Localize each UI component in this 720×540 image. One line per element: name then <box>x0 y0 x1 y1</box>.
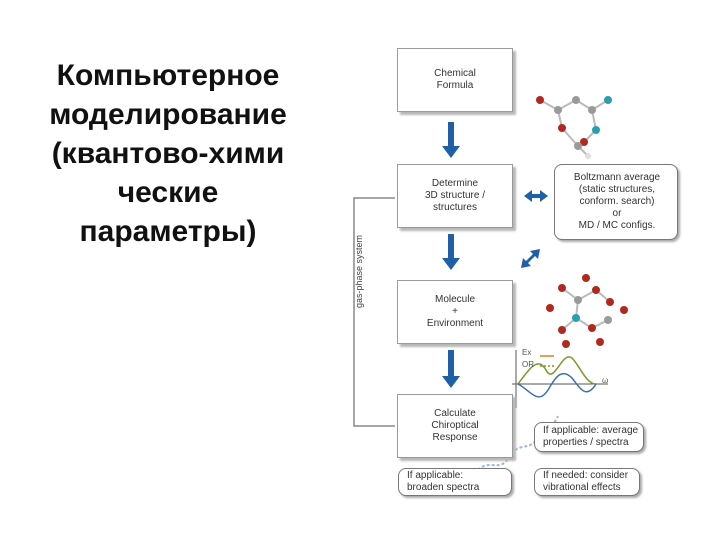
box-line: broaden spectra <box>407 482 480 493</box>
title-line: ческие <box>117 176 219 209</box>
molecule-structure-top <box>536 96 612 159</box>
box-line: Boltzmann average <box>573 172 661 183</box>
feedback-loop-line <box>353 197 395 427</box>
step-chemical-formula: Chemical Formula <box>397 48 513 112</box>
step-label: Environment <box>426 318 484 329</box>
box-line: properties / spectra <box>543 437 629 448</box>
boltzmann-average-box: Boltzmann average (static structures, co… <box>554 164 678 240</box>
spectrum-curve-green <box>517 356 597 385</box>
box-line: MD / MC configs. <box>578 220 656 231</box>
vibrational-effects-box: If needed: consider vibrational effects <box>534 468 640 496</box>
step-label: Chemical <box>434 68 476 79</box>
broaden-spectra-box: If applicable: broaden spectra <box>398 468 512 496</box>
down-arrow-icon <box>442 234 460 270</box>
gas-phase-label: gas-phase system <box>354 234 364 308</box>
title-line: параметры) <box>79 215 257 248</box>
box-line: (static structures, <box>578 184 656 195</box>
double-arrow-icon <box>524 190 548 202</box>
box-line: vibrational effects <box>543 482 621 493</box>
spectrum-curve-blue <box>517 372 597 398</box>
box-line: If applicable: <box>407 470 464 481</box>
workflow-figure: Chemical Formula Determine 3D structure … <box>340 38 705 508</box>
spectrum-x-label: ω <box>602 376 609 385</box>
step-label: Molecule <box>434 294 476 305</box>
down-arrow-icon <box>442 350 460 388</box>
step-label: Response <box>432 432 478 443</box>
molecule-structure-environment <box>546 274 628 348</box>
spectrum-plot <box>512 350 608 408</box>
title-line: (квантово-хими <box>51 137 285 170</box>
average-properties-box: If applicable: average properties / spec… <box>534 422 644 452</box>
title-line: моделирование <box>49 98 287 131</box>
step-label: + <box>452 306 458 317</box>
step-label: Formula <box>436 80 474 91</box>
step-calculate-response: Calculate Chiroptical Response <box>397 394 513 458</box>
step-label: Chiroptical <box>431 420 479 431</box>
figure-graphics <box>353 96 628 471</box>
title-line: Компьютерное <box>56 59 280 92</box>
step-label: structures <box>433 202 477 213</box>
double-arrow-icon <box>521 249 540 268</box>
box-line: conform. search) <box>579 196 655 207</box>
box-line: If needed: consider <box>543 470 629 481</box>
step-molecule-environment: Molecule + Environment <box>397 280 513 344</box>
step-label: Calculate <box>434 408 476 419</box>
spectrum-legend-ex: Ex <box>522 348 532 357</box>
box-line: If applicable: average <box>543 425 639 436</box>
step-label: Determine <box>431 178 479 189</box>
slide-title: Компьютерное моделирование (квантово-хим… <box>18 56 318 251</box>
down-arrow-icon <box>442 122 460 158</box>
wave-watermark <box>477 415 559 471</box>
step-label: 3D structure / <box>424 190 486 201</box>
spectrum-legend-or: OR <box>522 360 534 369</box>
step-determine-structure: Determine 3D structure / structures <box>397 164 513 228</box>
box-line: or <box>612 208 622 219</box>
